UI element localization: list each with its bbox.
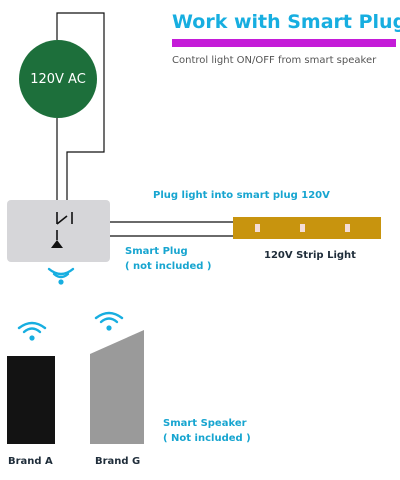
strip-led — [255, 224, 260, 232]
switch-icon — [51, 212, 73, 248]
title-underline — [172, 39, 396, 47]
power-source-label: 120V AC — [30, 71, 86, 87]
wifi-icon — [94, 311, 124, 331]
strip-light — [233, 217, 381, 239]
wifi-icon — [47, 267, 75, 285]
page-subtitle: Control light ON/OFF from smart speaker — [172, 55, 377, 66]
power-source: 120V AC — [19, 40, 97, 118]
smart-plug-note: ( not included ) — [125, 261, 212, 272]
wire-top-loop — [56, 12, 105, 213]
smart-plug — [7, 200, 110, 262]
strip-led — [345, 224, 350, 232]
connection-note: Plug light into smart plug 120V — [153, 190, 330, 201]
smart-plug-label: Smart Plug — [125, 246, 188, 257]
smart-speaker-label: Smart Speaker — [163, 418, 247, 429]
speaker-icon — [90, 330, 144, 444]
speaker-brand-g-label: Brand G — [95, 456, 141, 467]
smart-speaker-note: ( Not included ) — [163, 433, 251, 444]
strip-light-label: 120V Strip Light — [264, 250, 356, 261]
speaker-icon — [7, 356, 55, 444]
speaker-brand-a-label: Brand A — [8, 456, 53, 467]
wifi-icon — [17, 321, 47, 341]
page-title: Work with Smart Plug — [172, 11, 400, 33]
strip-led — [300, 224, 305, 232]
